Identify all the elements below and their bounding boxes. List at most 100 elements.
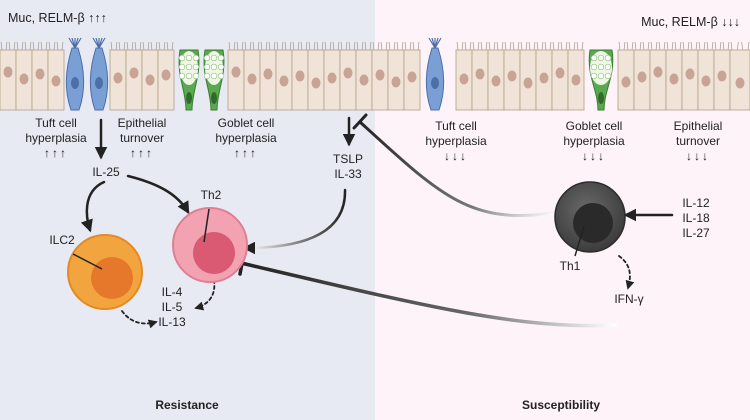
ilc2-label: ILC2 (49, 233, 75, 247)
th1-input-list: IL-12 IL-18 IL-27 (676, 196, 716, 241)
th1-inhibits-th2 (239, 261, 617, 328)
epithelial-cell (15, 41, 33, 111)
il33-label: IL-33 (334, 167, 362, 181)
epithelial-cell (729, 41, 750, 111)
label-line: hyperplasia (563, 134, 625, 148)
label-line: Tuft cell (435, 119, 477, 133)
ifn-gamma-label: IFN-γ (614, 292, 644, 306)
label-line: hyperplasia (425, 134, 487, 148)
epithelial-cell (0, 41, 17, 111)
susceptibility-tuft-label: Tuft cell hyperplasia ↓↓↓ (418, 119, 494, 164)
th2-label: Th2 (200, 188, 222, 202)
epithelial-cell (31, 41, 49, 111)
goblet-cell (203, 49, 225, 111)
tuft-cell (425, 37, 445, 111)
susceptibility-title: Susceptibility (521, 398, 601, 412)
epithelial-cell (259, 41, 277, 111)
goblet-cell (588, 49, 614, 111)
th1-label: Th1 (559, 259, 581, 273)
label-line: hyperplasia (25, 131, 87, 145)
epithelial-cell (371, 41, 389, 111)
input-il27: IL-27 (682, 226, 710, 240)
input-il18: IL-18 (682, 211, 710, 225)
label-arrows: ↑↑↑ (130, 146, 154, 160)
epithelial-cell (227, 41, 245, 111)
tuft-cell (89, 37, 109, 111)
cytokine-il4: IL-4 (161, 285, 183, 299)
epithelial-cell (291, 41, 309, 111)
th2-cell (172, 207, 248, 283)
ilc2-cell (67, 234, 143, 310)
epithelial-cell (633, 41, 651, 111)
epithelial-cell (141, 41, 159, 111)
susceptibility-epithelial-label: Epithelial turnover ↓↓↓ (660, 119, 736, 164)
label-arrows: ↑↑↑ (234, 146, 258, 160)
resistance-goblet-label: Goblet cell hyperplasia ↑↑↑ (204, 116, 288, 161)
label-line: hyperplasia (215, 131, 277, 145)
tslp-label: TSLP (332, 152, 363, 166)
epithelial-cell (649, 41, 667, 111)
epithelial-cell (487, 41, 505, 111)
epithelial-cell (455, 41, 473, 111)
tslp-to-th2-arrow (242, 188, 347, 255)
label-line: turnover (675, 134, 721, 148)
epithelial-cell (471, 41, 489, 111)
label-line: turnover (119, 131, 165, 145)
inhibit-bar-epithelium (352, 113, 368, 130)
epithelial-cell (535, 41, 553, 111)
epithelial-cell (567, 41, 585, 111)
th1-cell (554, 181, 626, 257)
epithelial-cell (713, 41, 731, 111)
epithelial-cell (47, 41, 65, 111)
epithelial-cell (307, 41, 325, 111)
th2-to-cytokines-arrow (194, 279, 216, 311)
label-line: Goblet cell (217, 116, 275, 130)
label-arrows: ↑↑↑ (44, 146, 68, 160)
label-arrows: ↓↓↓ (582, 149, 606, 163)
epithelial-cell (355, 41, 373, 111)
cytokine-il13: IL-13 (158, 315, 186, 329)
resistance-epithelial-label: Epithelial turnover ↑↑↑ (104, 116, 180, 161)
input-il12: IL-12 (682, 196, 710, 210)
epithelial-cell (243, 41, 261, 111)
epithelial-cell (617, 41, 635, 111)
muc-relm-decrease: Muc, RELM-β ↓↓↓ (641, 15, 740, 29)
label-line: Goblet cell (565, 119, 623, 133)
resistance-tuft-label: Tuft cell hyperplasia ↑↑↑ (18, 116, 94, 161)
epithelial-cell (125, 41, 143, 111)
epithelial-cell (519, 41, 537, 111)
cytokine-list: IL-4 IL-5 IL-13 (152, 285, 192, 330)
epithelial-cell (275, 41, 293, 111)
ilc2-to-cytokines-arrow (121, 310, 158, 329)
th1-to-ifn-arrow (618, 255, 635, 290)
epithelial-cell (157, 41, 175, 111)
il25-to-th2-arrow (126, 174, 190, 215)
label-line: Epithelial (673, 119, 723, 133)
tuft-cell (65, 37, 85, 111)
goblet-cell (178, 49, 200, 111)
epithelial-cell (109, 41, 127, 111)
epithelial-cell (697, 41, 715, 111)
il25-label: IL-25 (92, 165, 120, 179)
muc-relm-increase: Muc, RELM-β ↑↑↑ (8, 11, 107, 25)
epithelium (0, 37, 750, 111)
label-arrows: ↓↓↓ (444, 149, 468, 163)
th1-inhibits-epithelium (358, 120, 555, 218)
susceptibility-goblet-label: Goblet cell hyperplasia ↓↓↓ (552, 119, 636, 164)
epithelial-cell (503, 41, 521, 111)
epithelial-cell (551, 41, 569, 111)
epithelial-cell (323, 41, 341, 111)
epithelial-cell (339, 41, 357, 111)
label-line: Tuft cell (35, 116, 77, 130)
label-arrows: ↓↓↓ (686, 149, 710, 163)
epithelial-cell (681, 41, 699, 111)
epithelial-cell (403, 41, 421, 111)
cytokine-il5: IL-5 (161, 300, 183, 314)
label-line: Epithelial (117, 116, 167, 130)
resistance-title: Resistance (155, 398, 219, 412)
connectors (80, 113, 674, 329)
epithelial-cell (387, 41, 405, 111)
epithelial-cell (665, 41, 683, 111)
